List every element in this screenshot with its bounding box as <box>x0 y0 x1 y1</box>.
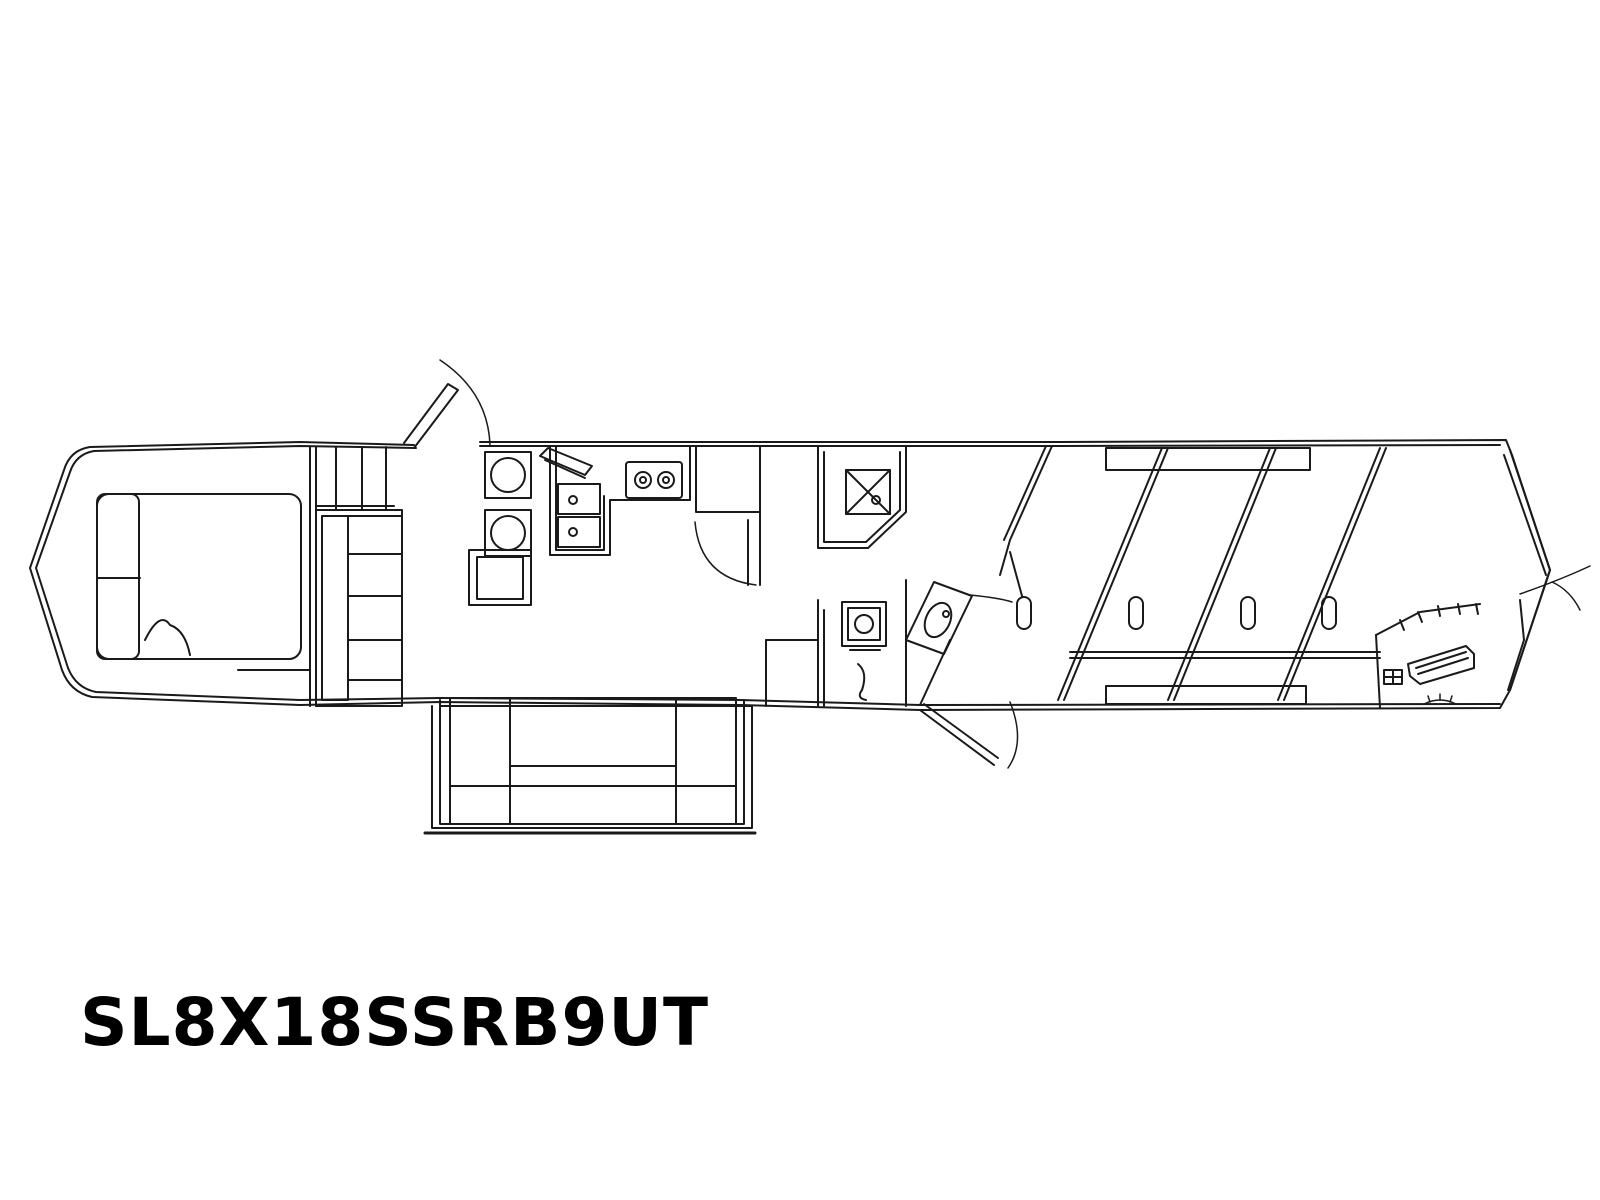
horse-stall-divider <box>1058 448 1168 700</box>
slide-out-sofa <box>425 698 755 833</box>
model-code-label: SL8X18SSRB9UT <box>80 984 710 1061</box>
tie-ring <box>1129 597 1143 629</box>
pantry-cabinet <box>695 446 760 585</box>
kitchen-counter <box>550 446 690 555</box>
stove-cooktop <box>626 462 682 498</box>
bathroom-wall <box>766 580 906 706</box>
tack-wall <box>920 446 1052 705</box>
feed-manger <box>1106 448 1310 470</box>
saddle-rack <box>1384 646 1474 704</box>
toilet <box>842 602 886 700</box>
bathroom-vanity-sink <box>906 582 972 654</box>
feed-manger <box>1106 686 1306 704</box>
entry-door <box>404 360 490 448</box>
sofa <box>316 506 402 706</box>
lq-door <box>920 702 1018 768</box>
trailer-outer-wall <box>30 440 1550 710</box>
bed <box>97 494 301 659</box>
mid-rail <box>1070 652 1380 658</box>
horse-stall-divider <box>1278 448 1386 700</box>
kitchen-sink <box>558 484 600 547</box>
horse-stall-divider <box>1168 448 1276 700</box>
tie-ring <box>1017 597 1031 629</box>
rear-tack-corner <box>1376 604 1480 708</box>
shower <box>818 446 906 548</box>
range-hood <box>540 448 592 478</box>
rear-door <box>1504 450 1590 690</box>
refrigerator-cabinet <box>469 452 531 605</box>
bedroom-partition <box>238 447 386 706</box>
tie-ring <box>1322 597 1336 629</box>
tie-ring <box>1241 597 1255 629</box>
